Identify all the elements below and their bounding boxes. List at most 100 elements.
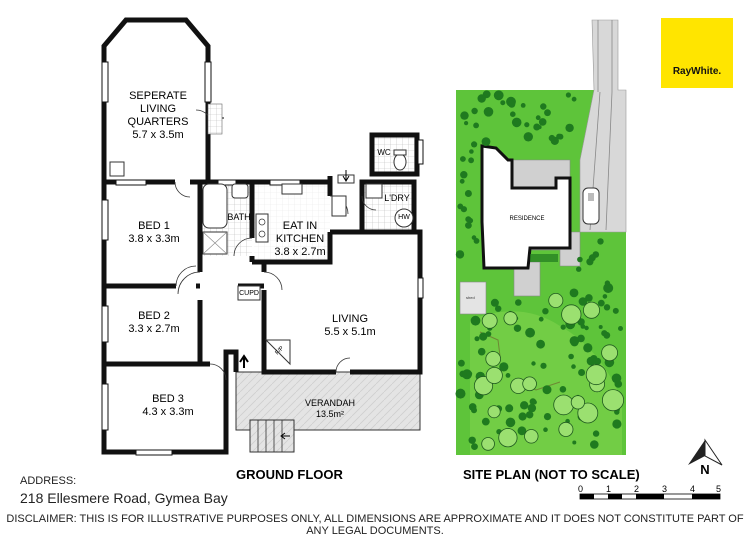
site-trees — [455, 90, 623, 450]
windows — [101, 61, 424, 456]
tree-icon — [466, 371, 473, 377]
raywhite-logo[interactable]: RayWhite. — [661, 18, 733, 88]
tree-icon — [465, 216, 472, 223]
tree-icon — [505, 417, 516, 428]
hot-water-unit — [394, 208, 414, 228]
entry-arrow-icon — [239, 354, 249, 368]
tree-icon — [468, 157, 474, 164]
tree-icon — [612, 307, 619, 314]
laundry-label: L'DRY — [384, 193, 410, 203]
tree-icon — [542, 308, 549, 315]
tree-icon — [586, 356, 596, 366]
tree-icon — [459, 178, 465, 184]
basin — [231, 183, 249, 199]
tree-icon — [513, 324, 522, 332]
step-arrow-icon — [280, 432, 290, 440]
tree-icon — [565, 92, 572, 98]
shrub-icon — [503, 311, 518, 326]
tree-icon — [586, 258, 594, 266]
tree-icon — [577, 256, 583, 263]
tree-icon — [538, 316, 544, 322]
driveway — [579, 19, 627, 233]
tree-icon — [477, 347, 486, 356]
site-tree-outlines — [473, 292, 625, 451]
tree-icon — [479, 332, 488, 341]
tree-icon — [525, 327, 535, 338]
fireplace — [264, 339, 291, 366]
shrub-icon — [485, 366, 503, 384]
tree-icon — [471, 107, 478, 115]
tree-icon — [603, 304, 611, 311]
tree-icon — [473, 122, 479, 129]
tree-icon — [458, 359, 465, 367]
shrub-icon — [522, 376, 537, 392]
residence — [480, 144, 572, 270]
cupboard — [237, 285, 261, 301]
tree-icon — [520, 103, 526, 108]
scale-tick-5: 5 — [716, 484, 722, 494]
tree-icon — [577, 334, 585, 343]
tree-icon — [557, 133, 564, 140]
scale-tick-3: 3 — [662, 484, 668, 494]
scale-tick-4: 4 — [690, 484, 696, 494]
brand-name: RayWhite. — [672, 66, 722, 77]
tree-icon — [593, 357, 602, 366]
shed — [459, 281, 487, 315]
shrub-icon — [487, 405, 501, 419]
tree-icon — [470, 315, 481, 326]
tree-icon — [536, 339, 545, 349]
tree-icon — [531, 361, 536, 366]
tree-icon — [455, 250, 465, 259]
shrub-icon — [524, 429, 539, 444]
tree-icon — [485, 331, 492, 337]
tree-icon — [471, 443, 478, 450]
tree-icon — [517, 426, 527, 436]
ground-floor-heading: GROUND FLOOR — [236, 467, 343, 482]
fridge — [331, 195, 347, 217]
tree-icon — [583, 343, 593, 353]
scale-tick-0: 0 — [578, 484, 584, 494]
tree-icon — [493, 90, 504, 101]
tree-icon — [590, 440, 599, 449]
tree-icon — [499, 362, 509, 372]
tree-icon — [465, 222, 472, 229]
laundry-tub — [365, 183, 383, 199]
tree-icon — [602, 294, 608, 299]
tree-icon — [535, 115, 541, 121]
tree-icon — [560, 324, 566, 330]
tree-icon — [505, 404, 514, 413]
shrub-icon — [585, 364, 607, 386]
tree-icon — [569, 336, 580, 346]
tree-icon — [538, 118, 547, 126]
tree-icon — [460, 171, 468, 179]
tree-icon — [571, 364, 576, 369]
tree-icon — [543, 413, 552, 421]
tree-icon — [495, 305, 502, 312]
tree-icon — [569, 288, 579, 298]
tree-icon — [572, 440, 577, 445]
tree-icon — [481, 137, 491, 147]
tree-icon — [464, 190, 472, 197]
svg-text:shed: shed — [466, 295, 475, 300]
tree-icon — [559, 386, 567, 393]
shrub-icon — [485, 351, 502, 367]
verandah-label: VERANDAH 13.5m² — [304, 398, 355, 419]
tree-icon — [500, 100, 506, 106]
tree-icon — [543, 427, 548, 433]
tree-icon — [473, 238, 480, 244]
tree-icon — [597, 238, 604, 245]
shrub-icon — [481, 312, 498, 329]
bed1-label: BED 1 3.8 x 3.3m — [128, 220, 180, 245]
living-label: LIVING 5.5 x 5.1m — [324, 313, 376, 338]
tree-icon — [505, 373, 511, 378]
tree-icon — [520, 401, 529, 410]
shrub-icon — [548, 292, 564, 308]
tree-icon — [490, 298, 499, 307]
wc-label: WC — [377, 148, 391, 157]
tree-icon — [471, 141, 478, 148]
tree-icon — [524, 122, 530, 128]
tree-icon — [592, 430, 600, 437]
tree-icon — [455, 388, 466, 399]
shrub-icon — [561, 304, 582, 325]
